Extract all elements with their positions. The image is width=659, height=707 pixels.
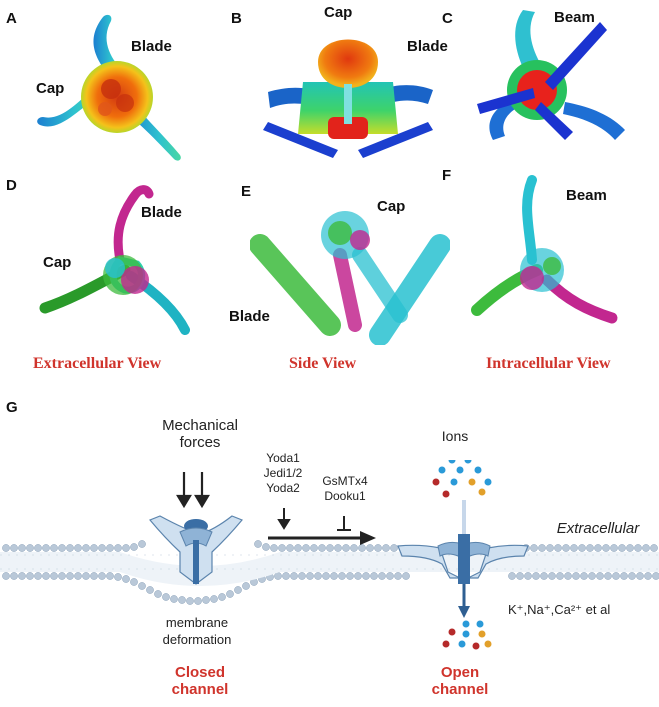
label-a-cap: Cap (36, 80, 65, 97)
channel-schematic (0, 460, 659, 650)
agonist-yoda2: Yoda2 (266, 481, 300, 495)
extracellular-label: Extracellular (556, 520, 640, 537)
mechanical-forces-line2: forces (179, 434, 221, 451)
panel-letter-f: F (442, 167, 452, 184)
label-d-cap: Cap (43, 254, 72, 271)
closed-channel-label: Closed channel (155, 664, 245, 698)
panel-letter-c: C (442, 10, 453, 27)
closed-line2: channel (171, 681, 229, 698)
open-channel-icon (397, 500, 529, 618)
inhibitor-list: GsMTx4 Dooku1 (315, 474, 375, 504)
label-a-blade: Blade (131, 38, 172, 55)
label-d-blade: Blade (141, 204, 182, 221)
membrane-bilayer (0, 540, 659, 605)
open-channel-label: Open channel (415, 664, 505, 698)
piezo-structure-b-side-spacefill (263, 39, 433, 158)
panel-letter-e: E (241, 183, 252, 200)
agonist-yoda1: Yoda1 (266, 451, 300, 465)
label-e-blade: Blade (229, 308, 270, 325)
inhibitor-bar (337, 516, 351, 531)
panel-letter-g: G (6, 399, 18, 416)
transition-arrow (268, 531, 376, 545)
label-c-beam: Beam (554, 9, 595, 26)
open-line1: Open (440, 664, 480, 681)
piezo-structure-f-intracellular-ribbon (471, 175, 618, 324)
ions-extracellular (432, 460, 492, 498)
mechanical-force-arrows (176, 472, 210, 509)
ions-label: Ions (441, 428, 469, 444)
piezo-structure-e-side-ribbon (250, 211, 450, 345)
membrane-line2: deformation (162, 632, 232, 647)
piezo-structure-d-extracellular-ribbon (39, 185, 190, 335)
membrane-line1: membrane (165, 615, 229, 630)
caption-extracellular-view: Extracellular View (33, 355, 162, 372)
open-line2: channel (431, 681, 489, 698)
closed-line1: Closed (174, 664, 225, 681)
caption-intracellular-view: Intracellular View (486, 355, 611, 372)
label-b-cap: Cap (324, 4, 353, 21)
agonist-jedi: Jedi1/2 (263, 466, 303, 480)
inhibitor-dooku1: Dooku1 (324, 489, 366, 503)
mechanical-forces-label: Mechanical forces (140, 417, 260, 451)
membrane-deformation-label: membrane deformation (147, 614, 247, 648)
caption-side-view: Side View (289, 355, 357, 372)
panel-letter-d: D (6, 177, 17, 194)
panel-letter-a: A (6, 10, 17, 27)
mechanical-forces-line1: Mechanical (162, 417, 238, 434)
piezo-structure-a-extracellular-spacefill (37, 14, 181, 161)
label-b-blade: Blade (407, 38, 448, 55)
agonist-list: Yoda1 Jedi1/2 Yoda2 (253, 451, 313, 496)
ions-intracellular (442, 620, 492, 650)
inhibitor-gsmtx4: GsMTx4 (322, 474, 368, 488)
agonist-arrow (277, 508, 291, 530)
closed-channel-icon (149, 515, 243, 585)
label-f-beam: Beam (566, 187, 607, 204)
piezo-structure-c-intracellular-spacefill (477, 10, 625, 140)
ion-list-label: K⁺,Na⁺,Ca²⁺ et al (508, 602, 611, 617)
panel-letter-b: B (231, 10, 242, 27)
label-e-cap: Cap (377, 198, 406, 215)
